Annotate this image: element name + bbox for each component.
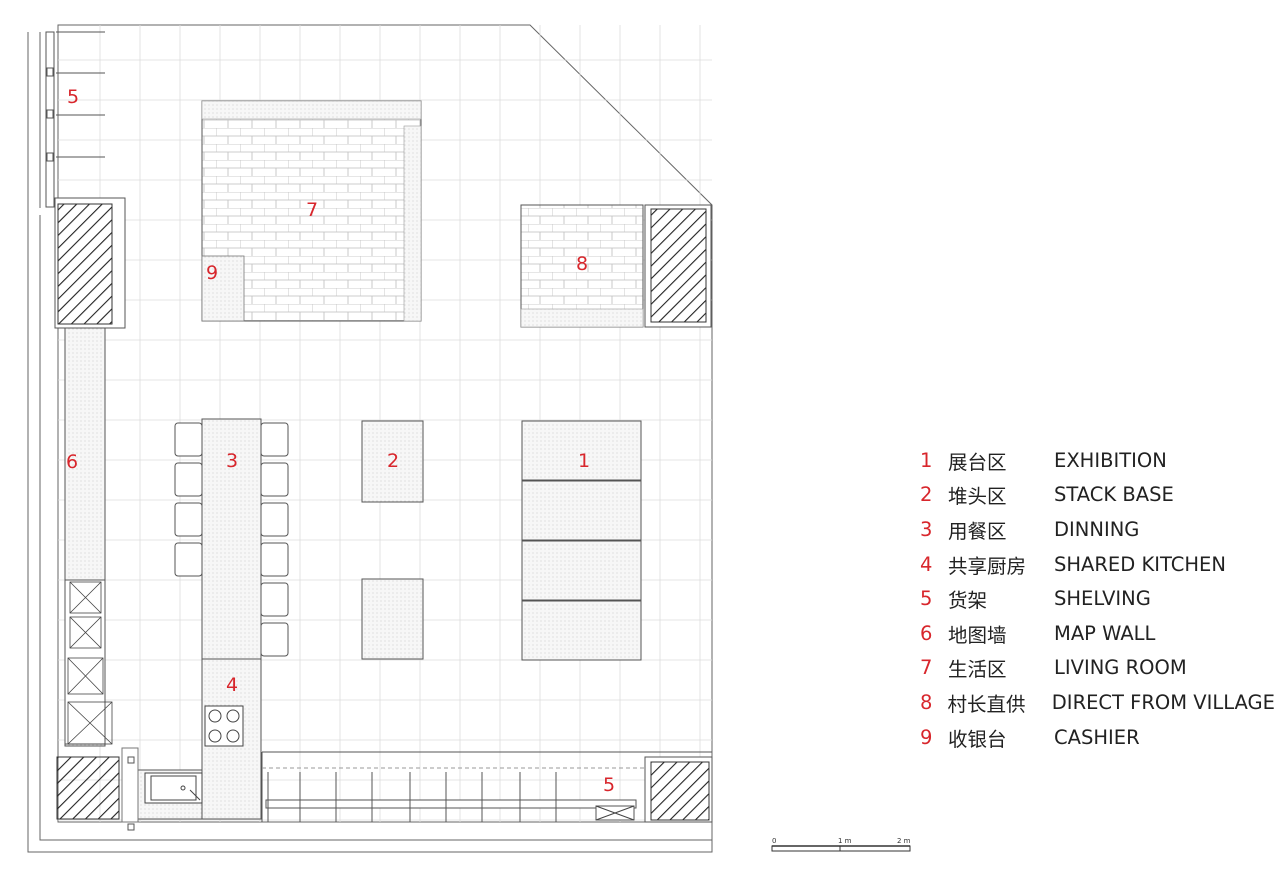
- legend-num: 9: [920, 725, 933, 749]
- chair: [174, 462, 203, 497]
- legend-num: 7: [920, 656, 933, 680]
- label-living-room: 7: [306, 199, 318, 221]
- chair: [260, 422, 289, 457]
- living-room-block: [201, 100, 422, 322]
- shelving-top-left: [45, 31, 105, 208]
- legend-item: 5 货架 SHELVING: [920, 581, 1275, 616]
- legend-en: MAP WALL: [1054, 621, 1156, 645]
- label-stack-base: 2: [387, 450, 399, 472]
- legend-num: 4: [920, 552, 933, 576]
- chair: [260, 622, 289, 657]
- label-map-wall: 6: [66, 451, 78, 473]
- legend-en: CASHIER: [1054, 725, 1140, 749]
- legend-item: 9 收银台 CASHIER: [920, 720, 1275, 755]
- legend-zh: 生活区: [948, 658, 1007, 682]
- label-kitchen: 4: [226, 674, 238, 696]
- legend-num: 6: [920, 621, 933, 645]
- legend-zh: 展台区: [948, 450, 1007, 474]
- scale-label-0: 0: [772, 837, 776, 845]
- dining-area: [174, 418, 289, 660]
- legend-en: EXHIBITION: [1054, 448, 1167, 472]
- legend-zh: 收银台: [948, 727, 1007, 751]
- chair: [260, 582, 289, 617]
- legend-zh: 用餐区: [948, 519, 1007, 543]
- chair: [260, 462, 289, 497]
- legend-num: 8: [920, 690, 933, 714]
- scale-label-2: 2 m: [897, 837, 911, 845]
- building-outline: [27, 24, 713, 853]
- legend-zh: 货架: [948, 589, 988, 613]
- chair: [174, 422, 203, 457]
- legend-item: 3 用餐区 DINNING: [920, 512, 1275, 547]
- legend-zh: 共享厨房: [948, 554, 1027, 578]
- legend-item: 8 村长直供 DIRECT FROM VILLAGE: [920, 685, 1275, 720]
- stack-base: [361, 420, 424, 660]
- legend-item: 4 共享厨房 SHARED KITCHEN: [920, 547, 1275, 582]
- legend-num: 2: [920, 483, 933, 507]
- legend-zh: 地图墙: [948, 623, 1007, 647]
- legend-zh: 村长直供: [947, 692, 1026, 716]
- legend: 1 展台区 EXHIBITION 2 堆头区 STACK BASE 3 用餐区 DINNIN…: [920, 443, 1275, 754]
- label-cashier: 9: [206, 262, 218, 284]
- chair: [174, 502, 203, 537]
- legend-item: 6 地图墙 MAP WALL: [920, 616, 1275, 651]
- shelving-bottom: [261, 751, 713, 823]
- scale-label-1: 1 m: [838, 837, 852, 845]
- chair: [260, 542, 289, 577]
- legend-num: 3: [920, 517, 933, 541]
- scale-bar: 0 1 m 2 m: [771, 837, 911, 852]
- legend-en: LIVING ROOM: [1054, 656, 1187, 680]
- label-direct-village: 8: [576, 253, 588, 275]
- legend-en: DIRECT FROM VILLAGE: [1051, 690, 1275, 714]
- label-shelving-top: 5: [67, 86, 79, 108]
- legend-item: 2 堆头区 STACK BASE: [920, 478, 1275, 513]
- chair: [174, 542, 203, 577]
- map-wall: [54, 197, 126, 820]
- legend-num: 5: [920, 587, 933, 611]
- exhibition-tables: [521, 420, 642, 661]
- legend-en: STACK BASE: [1054, 483, 1174, 507]
- village-block: [520, 204, 712, 328]
- label-exhibition: 1: [578, 450, 590, 472]
- legend-item: 1 展台区 EXHIBITION: [920, 443, 1275, 478]
- shared-kitchen: [121, 658, 262, 831]
- legend-zh: 堆头区: [948, 485, 1007, 509]
- legend-en: DINNING: [1054, 517, 1140, 541]
- legend-item: 7 生活区 LIVING ROOM: [920, 651, 1275, 686]
- label-dinning: 3: [226, 450, 238, 472]
- legend-en: SHELVING: [1054, 587, 1151, 611]
- label-shelving-bottom: 5: [603, 774, 615, 796]
- legend-en: SHARED KITCHEN: [1054, 552, 1226, 576]
- chair: [260, 502, 289, 537]
- legend-num: 1: [920, 448, 933, 472]
